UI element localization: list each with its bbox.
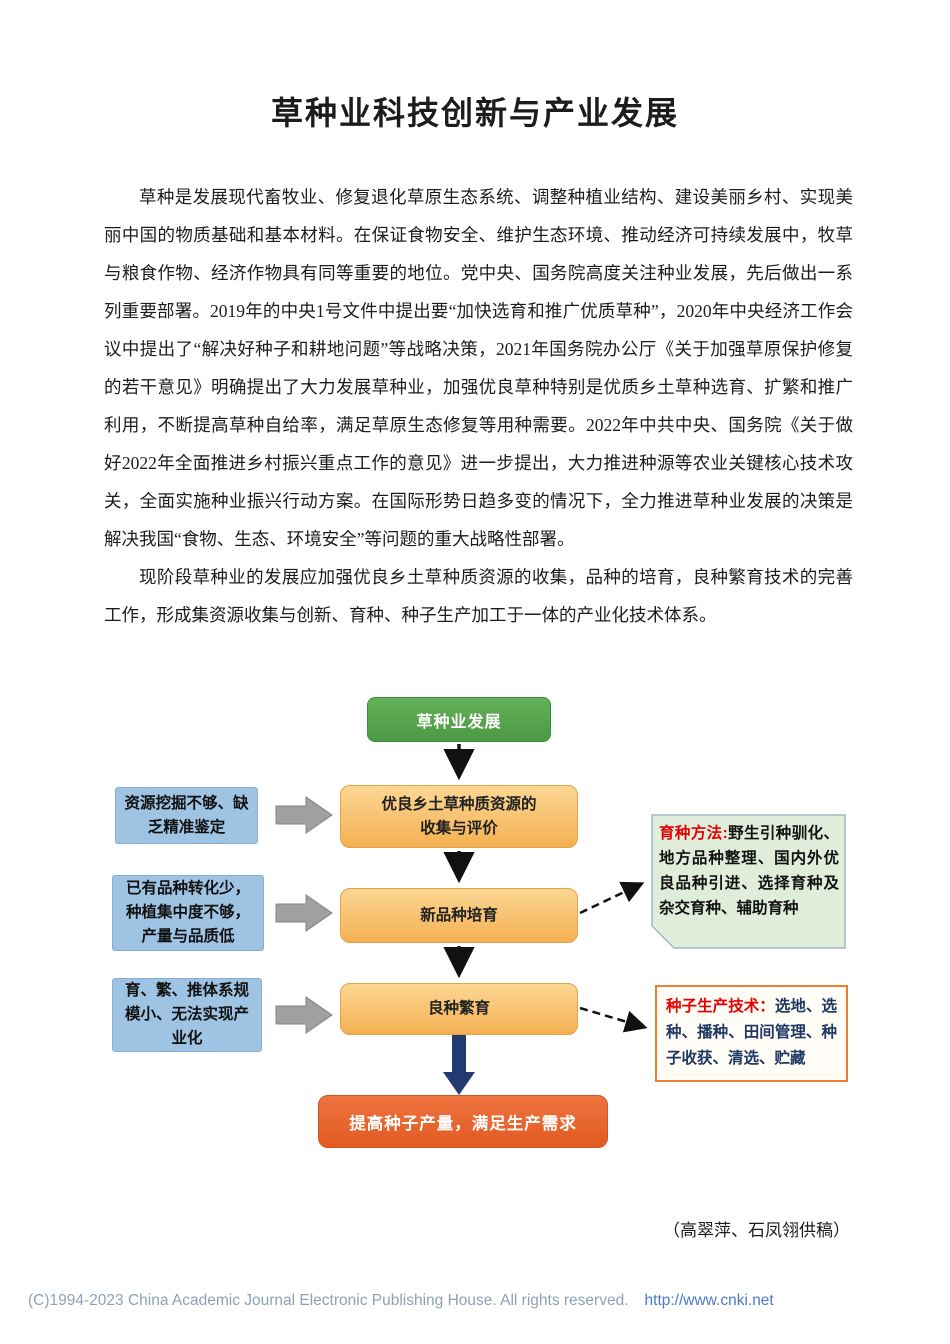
flowchart-stage2-box: 新品种培育: [340, 888, 578, 943]
dashed-arrow-to-seed: [579, 1006, 648, 1033]
flowchart-top-box: 草种业发展: [367, 697, 551, 742]
arrow-stage3-to-result: [443, 1035, 475, 1095]
seed-production-label: 种子生产技术：: [666, 998, 775, 1015]
seed-production-text: 选地、选种、播种、田间管理、种子收获、清选、贮藏: [666, 998, 837, 1067]
body-text: 草种是发展现代畜牧业、修复退化草原生态系统、调整种植业结构、建设美丽乡村、实现美…: [104, 178, 853, 634]
breeding-method-box: 育种方法:野生引种驯化、地方品种整理、国内外优良品种引进、选择育种及杂交育种、辅…: [659, 821, 839, 921]
seed-production-box: 种子生产技术：选地、选种、播种、田间管理、种子收获、清选、贮藏: [655, 985, 848, 1082]
flowchart-result-box: 提高种子产量，满足生产需求: [318, 1095, 608, 1148]
copyright-text: (C)1994-2023 China Academic Journal Elec…: [28, 1292, 629, 1309]
block-arrow-problem1: [275, 796, 333, 834]
flowchart-stage3-box: 良种繁育: [340, 983, 578, 1035]
breeding-method-label: 育种方法:: [659, 825, 728, 842]
cnki-url[interactable]: http://www.cnki.net: [644, 1292, 774, 1309]
block-arrow-problem3: [275, 996, 333, 1034]
flowchart-problem3-box: 育、繁、推体系规模小、无法实现产业化: [112, 978, 262, 1052]
flowchart-stage1-box: 优良乡土草种质资源的 收集与评价: [340, 785, 578, 848]
paragraph-2: 现阶段草种业的发展应加强优良乡土草种质资源的收集，品种的培育，良种繁育技术的完善…: [104, 567, 853, 625]
page-title: 草种业科技创新与产业发展: [270, 95, 679, 131]
dashed-arrow-to-breeding: [579, 881, 645, 915]
flowchart-arrows-layer: [275, 744, 846, 1095]
flowchart-problem1-box: 资源挖掘不够、缺乏精准鉴定: [115, 787, 258, 844]
footer: (C)1994-2023 China Academic Journal Elec…: [28, 1292, 774, 1310]
breeding-method-box-shape: [651, 814, 846, 949]
breeding-method-text: 野生引种驯化、地方品种整理、国内外优良品种引进、选择育种及杂交育种、辅助育种: [659, 825, 839, 917]
paragraph-1: 草种是发展现代畜牧业、修复退化草原生态系统、调整种植业结构、建设美丽乡村、实现美…: [104, 187, 853, 549]
flowchart-problem2-box: 已有品种转化少，种植集中度不够，产量与品质低: [112, 875, 264, 951]
attribution: （高翠萍、石凤翎供稿）: [663, 1221, 850, 1240]
flowchart: 草种业发展 优良乡土草种质资源的 收集与评价 新品种培育 良种繁育 资源挖掘不够…: [0, 680, 950, 1190]
block-arrow-problem2: [275, 894, 333, 932]
